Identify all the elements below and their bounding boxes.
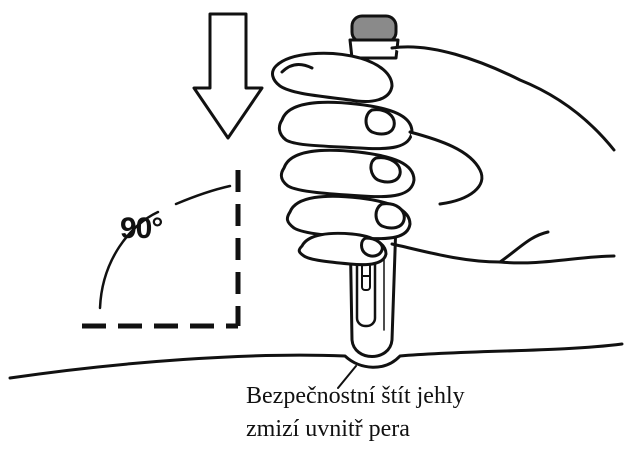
caption-line-2: zmizí uvnitř pera: [246, 413, 576, 446]
caption: Bezpečnostní štít jehly zmizí uvnitř per…: [246, 380, 576, 446]
angle-label: 90°: [120, 212, 162, 246]
right-angle-marker: [82, 170, 238, 326]
hand: [273, 47, 614, 265]
skin-surface: [10, 344, 622, 378]
down-arrow-icon: [194, 14, 262, 138]
caption-line-1: Bezpečnostní štít jehly: [246, 380, 576, 413]
